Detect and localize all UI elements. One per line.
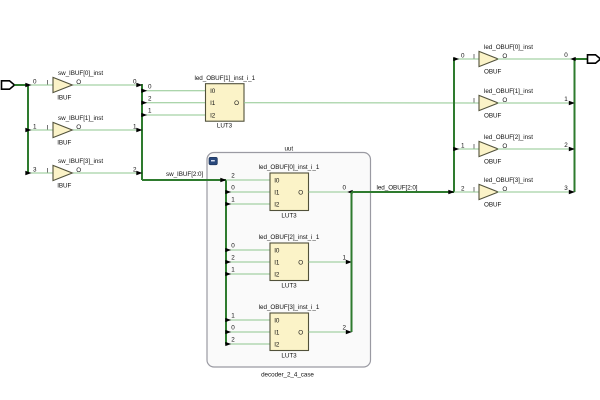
svg-text:O: O bbox=[76, 124, 81, 131]
svg-text:led_OBUF[3]_inst: led_OBUF[3]_inst bbox=[484, 177, 533, 184]
svg-text:2: 2 bbox=[231, 255, 235, 262]
svg-text:OBUF: OBUF bbox=[484, 159, 501, 166]
svg-text:0: 0 bbox=[231, 243, 235, 250]
svg-text:1: 1 bbox=[231, 313, 235, 320]
svg-text:led_OBUF[0]_inst: led_OBUF[0]_inst bbox=[484, 44, 533, 51]
svg-text:O: O bbox=[298, 259, 303, 266]
svg-text:1: 1 bbox=[564, 96, 568, 103]
svg-text:O: O bbox=[298, 189, 303, 196]
svg-text:O: O bbox=[298, 329, 303, 336]
svg-text:O: O bbox=[502, 53, 507, 60]
svg-text:2: 2 bbox=[231, 173, 235, 180]
svg-text:2: 2 bbox=[343, 324, 347, 331]
svg-text:OBUF: OBUF bbox=[484, 202, 501, 209]
svg-text:I0: I0 bbox=[210, 88, 216, 95]
svg-text:1: 1 bbox=[33, 124, 37, 131]
svg-text:I0: I0 bbox=[274, 247, 280, 254]
svg-text:I2: I2 bbox=[274, 341, 280, 348]
svg-text:I1: I1 bbox=[274, 259, 280, 266]
svg-text:2: 2 bbox=[133, 166, 137, 173]
svg-text:0: 0 bbox=[564, 52, 568, 59]
svg-text:1: 1 bbox=[343, 254, 347, 261]
svg-text:led_OBUF[2]_inst: led_OBUF[2]_inst bbox=[484, 134, 533, 141]
svg-text:1: 1 bbox=[133, 123, 137, 130]
svg-text:2: 2 bbox=[231, 337, 235, 344]
svg-text:I1: I1 bbox=[210, 100, 216, 107]
svg-text:O: O bbox=[502, 97, 507, 104]
svg-text:0: 0 bbox=[133, 78, 137, 85]
svg-text:IBUF: IBUF bbox=[57, 139, 71, 146]
svg-text:0: 0 bbox=[33, 79, 37, 86]
svg-text:OBUF: OBUF bbox=[484, 69, 501, 76]
svg-text:led_OBUF[1]_inst_i_1: led_OBUF[1]_inst_i_1 bbox=[194, 75, 255, 82]
svg-text:OBUF: OBUF bbox=[484, 113, 501, 120]
svg-text:LUT3: LUT3 bbox=[281, 212, 297, 219]
svg-text:uut: uut bbox=[284, 145, 293, 152]
svg-text:1: 1 bbox=[461, 143, 465, 150]
svg-text:sw_IBUF[1]_inst: sw_IBUF[1]_inst bbox=[58, 115, 103, 122]
svg-text:IBUF: IBUF bbox=[57, 94, 71, 101]
svg-text:I: I bbox=[47, 79, 49, 86]
svg-text:I: I bbox=[473, 53, 475, 60]
svg-text:I2: I2 bbox=[274, 271, 280, 278]
svg-text:3: 3 bbox=[564, 185, 568, 192]
svg-text:LUT3: LUT3 bbox=[281, 282, 297, 289]
svg-text:2: 2 bbox=[461, 186, 465, 193]
svg-text:3: 3 bbox=[33, 167, 37, 174]
svg-text:I: I bbox=[473, 97, 475, 104]
svg-text:I1: I1 bbox=[274, 189, 280, 196]
svg-text:I: I bbox=[473, 143, 475, 150]
svg-text:2: 2 bbox=[564, 142, 568, 149]
svg-text:I0: I0 bbox=[274, 317, 280, 324]
svg-text:LUT3: LUT3 bbox=[281, 352, 297, 359]
svg-text:led_OBUF[2:0]: led_OBUF[2:0] bbox=[377, 184, 418, 191]
svg-text:0: 0 bbox=[343, 184, 347, 191]
svg-text:led_OBUF[1]_inst: led_OBUF[1]_inst bbox=[484, 88, 533, 95]
svg-text:led_OBUF[3]_inst_i_1: led_OBUF[3]_inst_i_1 bbox=[259, 304, 320, 311]
svg-text:sw_IBUF[3]_inst: sw_IBUF[3]_inst bbox=[58, 158, 103, 165]
svg-text:sw_IBUF[0]_inst: sw_IBUF[0]_inst bbox=[58, 70, 103, 77]
svg-text:led_OBUF[0]_inst_i_1: led_OBUF[0]_inst_i_1 bbox=[259, 164, 320, 171]
svg-text:O: O bbox=[502, 143, 507, 150]
svg-text:I2: I2 bbox=[210, 112, 216, 119]
svg-text:O: O bbox=[76, 79, 81, 86]
svg-text:0: 0 bbox=[231, 325, 235, 332]
svg-text:I0: I0 bbox=[274, 177, 280, 184]
svg-text:1: 1 bbox=[231, 267, 235, 274]
svg-text:I1: I1 bbox=[274, 329, 280, 336]
svg-text:1: 1 bbox=[231, 197, 235, 204]
svg-text:I2: I2 bbox=[274, 201, 280, 208]
svg-text:O: O bbox=[76, 167, 81, 174]
svg-text:I: I bbox=[47, 124, 49, 131]
svg-text:decoder_2_4_case: decoder_2_4_case bbox=[261, 372, 314, 379]
svg-text:LUT3: LUT3 bbox=[217, 123, 233, 130]
svg-text:O: O bbox=[502, 186, 507, 193]
svg-text:2: 2 bbox=[148, 95, 152, 102]
svg-text:IBUF: IBUF bbox=[57, 182, 71, 189]
svg-text:0: 0 bbox=[148, 83, 152, 90]
svg-text:I: I bbox=[473, 186, 475, 193]
svg-text:0: 0 bbox=[231, 185, 235, 192]
svg-text:0: 0 bbox=[461, 53, 465, 60]
svg-text:O: O bbox=[234, 100, 239, 107]
svg-text:led_OBUF[2]_inst_i_1: led_OBUF[2]_inst_i_1 bbox=[259, 234, 320, 241]
svg-text:I: I bbox=[47, 167, 49, 174]
svg-text:1: 1 bbox=[148, 108, 152, 115]
svg-text:sw_IBUF[2:0]: sw_IBUF[2:0] bbox=[166, 171, 203, 178]
